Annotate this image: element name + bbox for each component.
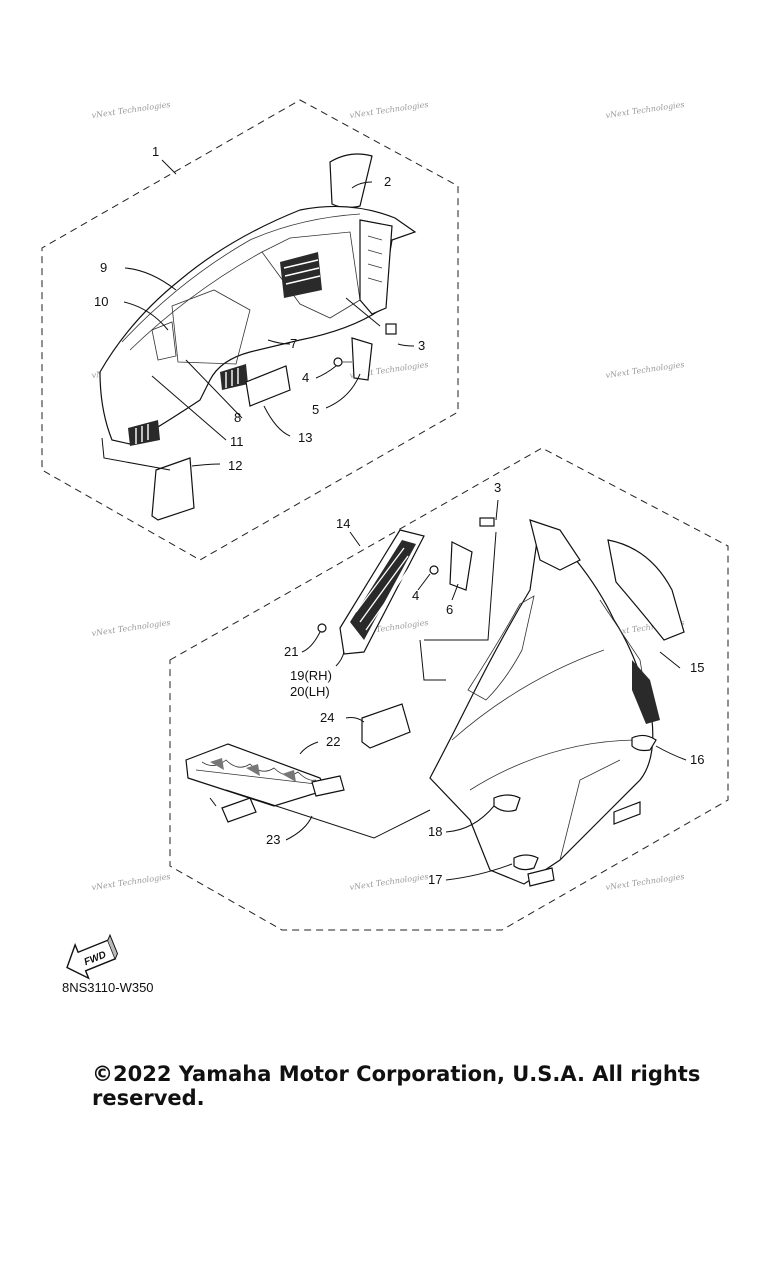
callout-6: 6 (446, 602, 453, 617)
fwd-arrow-icon: FWD (66, 933, 119, 980)
group-1-callouts: 1 2 9 10 7 3 4 5 8 11 13 12 (94, 144, 425, 473)
callout-24: 24 (320, 710, 334, 725)
screw-part-4 (333, 357, 343, 367)
callout-3: 3 (494, 480, 501, 495)
pad-part-24 (361, 703, 411, 749)
group-1-leaders (101, 159, 415, 471)
pad-part-17 (513, 854, 539, 871)
watermark: vNext Technologies (91, 872, 171, 892)
callout-21: 21 (284, 644, 298, 659)
callout-4: 4 (412, 588, 419, 603)
group-14-boundary (169, 447, 729, 931)
watermark: vNext Technologies (605, 872, 685, 892)
watermark: vNext Technologies (91, 100, 171, 120)
watermark: vNext Technologies (605, 100, 685, 120)
callout-23: 23 (266, 832, 280, 847)
callout-12: 12 (228, 458, 242, 473)
clip-part-6 (449, 541, 473, 591)
pad-part-12 (151, 457, 195, 521)
shroud-bracket (359, 219, 393, 315)
shroud-vent-grille (280, 252, 322, 298)
callout-22: 22 (326, 734, 340, 749)
callout-8: 8 (234, 410, 241, 425)
grommet-part-21 (317, 623, 327, 633)
upper-shroud-assembly (99, 153, 417, 521)
callout-19-rh: 19(RH) (290, 668, 332, 683)
callout-18: 18 (428, 824, 442, 839)
group-14-callouts: 14 3 4 6 21 19(RH) 20(LH) 24 22 23 15 16… (266, 480, 704, 887)
pad-part-18 (493, 794, 521, 812)
watermark: vNext Technologies (91, 618, 171, 638)
watermark: vNext Technologies (605, 360, 685, 380)
copyright-notice: ©2022 Yamaha Motor Corporation, U.S.A. A… (92, 1062, 701, 1110)
callout-16: 16 (690, 752, 704, 767)
screw-part-4b (429, 565, 439, 575)
callout-14: 14 (336, 516, 350, 531)
callout-1: 1 (152, 144, 159, 159)
nut-part-3 (385, 323, 397, 335)
pad-part-16 (631, 734, 657, 752)
diagram-code: 8NS3110-W350 (62, 980, 154, 995)
callout-3: 3 (418, 338, 425, 353)
tab-front (527, 867, 555, 887)
group-14-leaders (209, 499, 687, 881)
callout-5: 5 (312, 402, 319, 417)
strip-part-13 (245, 365, 291, 407)
vent-grille-part-19-20 (339, 529, 425, 655)
callout-2: 2 (384, 174, 391, 189)
tab-side (613, 801, 641, 825)
callout-11: 11 (230, 434, 244, 449)
callout-17: 17 (428, 872, 442, 887)
callout-10: 10 (94, 294, 108, 309)
clip-part-5 (351, 337, 373, 381)
callout-15: 15 (690, 660, 704, 675)
nut-part-3b (479, 517, 495, 527)
callout-4: 4 (302, 370, 309, 385)
strip-part-23b (311, 775, 345, 797)
strip-part-23a (221, 797, 257, 823)
callout-13: 13 (298, 430, 312, 445)
lower-hood-assembly (185, 517, 685, 887)
windshield-part (329, 153, 373, 209)
group-1-boundary (41, 99, 459, 561)
callout-20-lh: 20(LH) (290, 684, 330, 699)
hood-top-wing (529, 519, 581, 571)
windshield-part-15 (607, 539, 685, 641)
callout-7: 7 (290, 336, 297, 351)
lower-vents (128, 364, 248, 446)
watermark: vNext Technologies (349, 100, 429, 120)
callout-9: 9 (100, 260, 107, 275)
watermark: vNext Technologies (349, 872, 429, 892)
hood-side-vent (632, 660, 660, 724)
grille-part-22 (185, 743, 327, 807)
